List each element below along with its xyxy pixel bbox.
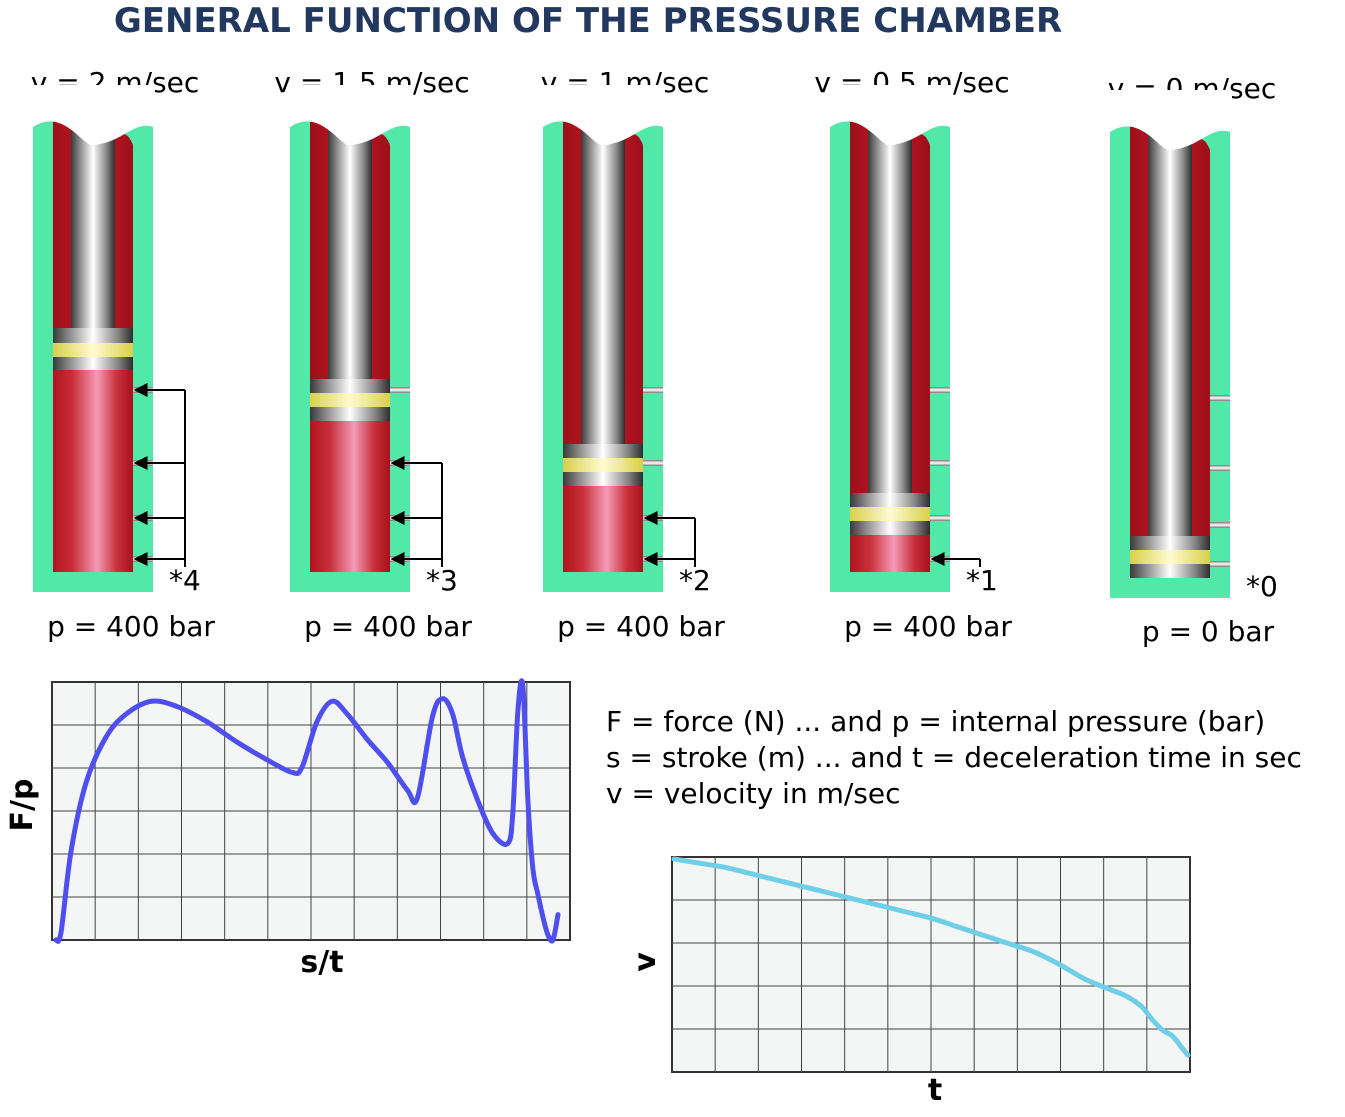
stage-marker: *4 <box>169 564 201 597</box>
orifice-port <box>390 387 410 393</box>
legend-line-stroke: s = stroke (m) ... and t = deceleration … <box>606 741 1302 774</box>
stage-marker: *2 <box>679 564 711 597</box>
cut-top <box>828 85 952 146</box>
chamber-2: v = 1 m/sec*2p = 400 bar <box>541 66 726 643</box>
piston-rod <box>328 123 372 379</box>
orifice-port <box>643 460 663 466</box>
piston-seal <box>53 343 133 357</box>
stage-marker: *3 <box>426 564 458 597</box>
pressure-label: p = 400 bar <box>557 610 725 643</box>
chamber-1: v = 1.5 m/sec*3p = 400 bar <box>274 66 472 643</box>
chamber-4: v = 0 m/sec*0p = 0 bar <box>1108 72 1278 648</box>
cut-top <box>31 85 155 146</box>
cut-top <box>288 85 412 146</box>
pressure-label: p = 400 bar <box>47 610 215 643</box>
pressure-label: p = 0 bar <box>1142 615 1275 648</box>
x-axis-label: s/t <box>300 945 343 980</box>
pressure-fluid <box>850 535 930 572</box>
piston-rod <box>581 123 625 444</box>
orifice-port <box>1210 465 1230 471</box>
orifice-port <box>1210 561 1230 567</box>
pressure-label: p = 400 bar <box>844 610 1012 643</box>
orifice-port <box>930 460 950 466</box>
chamber-3: v = 0.5 m/sec*1p = 400 bar <box>814 66 1012 643</box>
piston-rod <box>868 123 912 493</box>
orifice-port <box>643 387 663 393</box>
y-axis-label: v <box>628 952 663 972</box>
piston-seal <box>850 507 930 521</box>
velocity-time-chart: tv <box>628 856 1191 1108</box>
series-line <box>53 678 561 944</box>
pressure-label: p = 400 bar <box>304 610 472 643</box>
piston-seal <box>1130 550 1210 564</box>
cut-top <box>541 85 665 146</box>
piston-seal <box>310 393 390 407</box>
legend: F = force (N) ... and p = internal press… <box>606 704 1302 812</box>
series-line <box>671 856 1191 1058</box>
orifice-port <box>1210 522 1230 528</box>
pressure-fluid <box>53 370 133 572</box>
page-title: GENERAL FUNCTION OF THE PRESSURE CHAMBER <box>114 1 1062 41</box>
x-axis-label: t <box>928 1073 942 1108</box>
orifice-port <box>930 387 950 393</box>
pressure-fluid <box>563 486 643 572</box>
piston-rod <box>71 123 115 328</box>
legend-line-force: F = force (N) ... and p = internal press… <box>606 705 1266 738</box>
orifice-port <box>1210 395 1230 401</box>
y-axis-label: F/p <box>5 779 40 832</box>
legend-line-velocity: v = velocity in m/sec <box>606 777 901 810</box>
cut-top <box>1108 90 1232 151</box>
chamber-0: v = 2 m/sec*4p = 400 bar <box>31 66 216 643</box>
piston-rod <box>1148 128 1192 536</box>
stage-marker: *1 <box>966 564 998 597</box>
orifice-port <box>930 515 950 521</box>
piston-seal <box>563 458 643 472</box>
force-pressure-chart: s/t F/p <box>5 678 571 980</box>
pressure-fluid <box>310 421 390 572</box>
stage-marker: *0 <box>1246 570 1278 603</box>
